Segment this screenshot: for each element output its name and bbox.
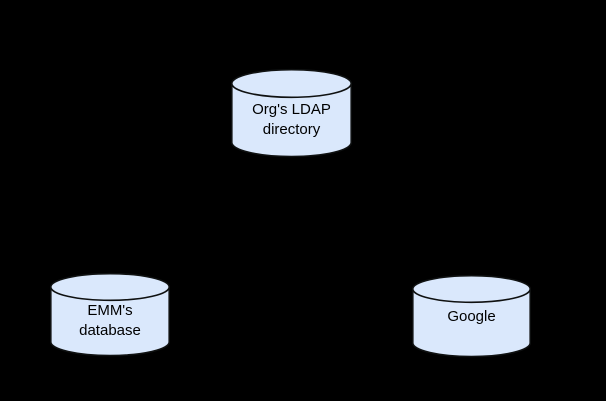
node-orgs-ldap-directory[interactable]: Org's LDAP directory bbox=[230, 68, 353, 158]
cylinder-shape-icon bbox=[411, 274, 532, 358]
node-emms-database[interactable]: EMM's database bbox=[49, 272, 171, 357]
node-google[interactable]: Google bbox=[411, 274, 532, 358]
cylinder-shape-icon bbox=[49, 272, 171, 357]
cylinder-shape-icon bbox=[230, 68, 353, 158]
